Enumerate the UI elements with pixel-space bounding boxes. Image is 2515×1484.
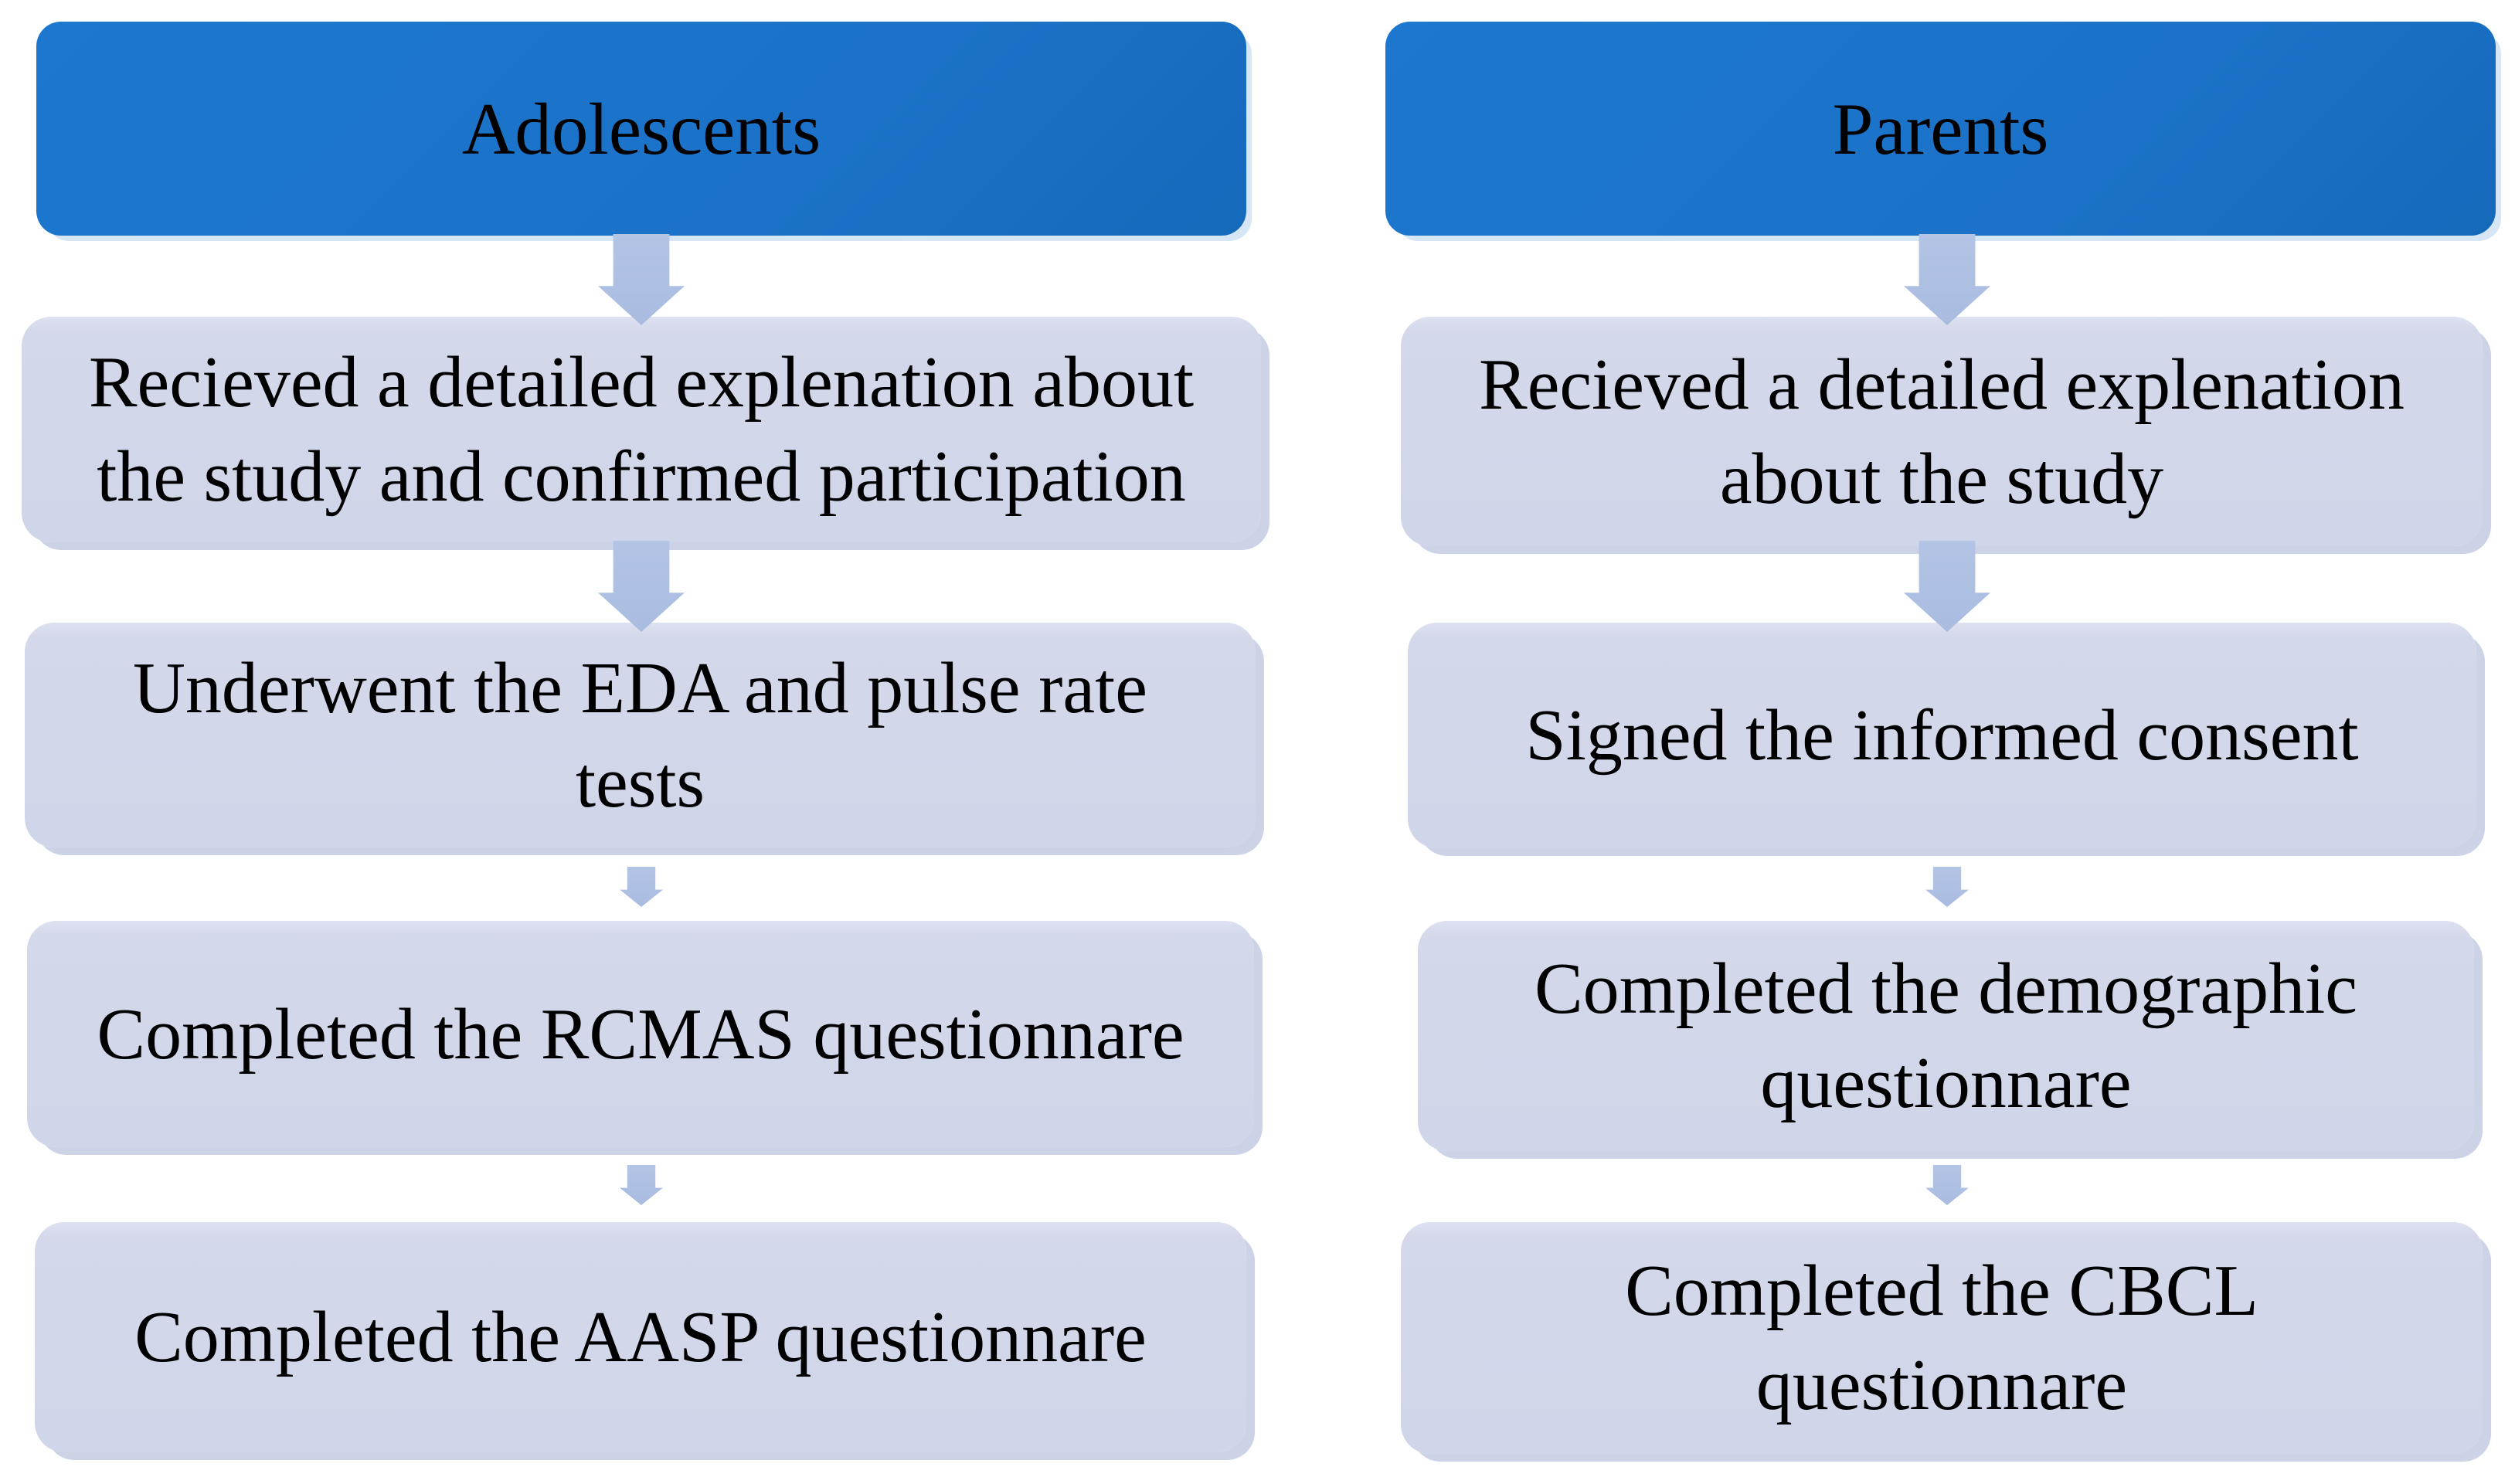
down-arrow-icon bbox=[620, 867, 663, 907]
parents-step-1-box: Recieved a detailed explenation about th… bbox=[1401, 317, 2483, 546]
step-text-line: questionnare bbox=[1755, 1345, 2128, 1425]
adolescents-step-3-box: Completed the RCMAS questionnare bbox=[27, 921, 1254, 1147]
step-text-line: tests bbox=[575, 742, 705, 823]
parents-header-label: Parents bbox=[1832, 87, 2049, 170]
adolescents-header-box: Adolescents bbox=[36, 22, 1246, 236]
step-text-line: Completed the CBCL bbox=[1625, 1251, 2258, 1331]
step-text-line: Signed the informed consent bbox=[1525, 695, 2359, 776]
step-text-line: about the study bbox=[1719, 438, 2164, 519]
parents-header-box: Parents bbox=[1385, 22, 2496, 236]
step-text-line: Completed the RCMAS questionnare bbox=[97, 993, 1184, 1075]
adolescents-step-4-box: Completed the AASP questionnare bbox=[35, 1222, 1246, 1452]
down-arrow-icon bbox=[620, 1165, 663, 1205]
down-arrow-icon bbox=[598, 541, 685, 632]
step-text-line: questionnare bbox=[1760, 1043, 2132, 1123]
adolescents-header-label: Adolescents bbox=[461, 87, 821, 170]
parents-step-4-box: Completed the CBCL questionnare bbox=[1401, 1222, 2483, 1454]
step-text-line: Recieved a detailed explenation bbox=[1479, 344, 2405, 425]
step-text-line: the study and confirmed participation bbox=[97, 436, 1186, 517]
parents-step-2-box: Signed the informed consent bbox=[1408, 623, 2476, 848]
step-text-line: Recieved a detailed explenation about bbox=[88, 342, 1195, 423]
step-text-line: Completed the demographic bbox=[1534, 949, 2358, 1029]
parents-step-3-box: Completed the demographic questionnare bbox=[1418, 921, 2474, 1151]
adolescents-step-2-box: Underwent the EDA and pulse rate tests bbox=[25, 623, 1256, 847]
adolescents-step-1-box: Recieved a detailed explenation about th… bbox=[22, 317, 1261, 542]
down-arrow-icon bbox=[1925, 867, 1969, 907]
step-text-line: Completed the AASP questionnare bbox=[134, 1297, 1147, 1377]
down-arrow-icon bbox=[1925, 1165, 1969, 1205]
down-arrow-icon bbox=[1904, 541, 1990, 632]
down-arrow-icon bbox=[598, 234, 685, 325]
step-text-line: Underwent the EDA and pulse rate bbox=[133, 647, 1147, 728]
down-arrow-icon bbox=[1904, 234, 1990, 325]
